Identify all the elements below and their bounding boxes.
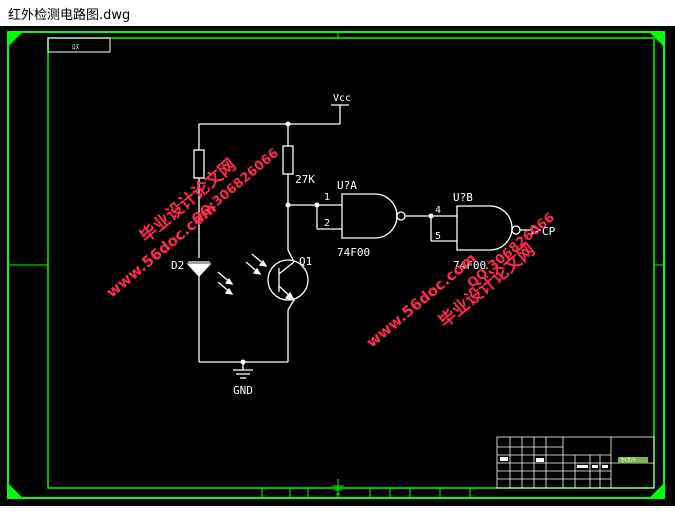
output-label: CP	[542, 225, 556, 238]
title-block-title: ｾｲｶｿﾄ	[621, 457, 636, 464]
gate-a-part: 74F00	[337, 246, 370, 259]
title-block	[496, 436, 655, 489]
gate-a-ref: U?A	[337, 179, 357, 192]
corner-mark-tl	[7, 31, 24, 48]
gate-a-pin1: 1	[324, 192, 330, 203]
gate-b-ref: U?B	[453, 191, 473, 204]
corner-mark-br	[648, 482, 665, 499]
gate-b-part: 74F00	[453, 259, 486, 272]
window-title-bar: 红外检测电路图.dwg	[0, 0, 675, 26]
window-title: 红外检测电路图.dwg	[8, 8, 131, 23]
diode-label: D2	[171, 259, 184, 272]
corner-mark-bl	[7, 482, 24, 499]
junction-dots	[240, 121, 434, 365]
led-d2	[186, 263, 212, 277]
canvas-background	[0, 26, 675, 506]
gate-b-pin5: 5	[435, 231, 441, 242]
corner-mark-tr	[648, 31, 665, 48]
schematic-wires	[186, 104, 542, 379]
resistor-27k-label: 27K	[295, 173, 315, 186]
drawing-canvas: ﾛﾇ	[0, 26, 675, 506]
drawing-viewport[interactable]: ﾛﾇ	[0, 26, 675, 506]
phototransistor-q1	[267, 259, 309, 301]
gate-a-pin2: 2	[324, 218, 330, 229]
gnd-label: GND	[233, 384, 253, 397]
gate-b-pin4: 4	[435, 205, 441, 216]
vcc-label: Vcc	[333, 93, 351, 104]
sheet-frame	[7, 31, 665, 499]
schematic-labels: Vcc 27K D2 Q1 GND U?A 74F00 1 2 U?B 74F0…	[171, 93, 556, 397]
corner-label: ﾛﾇ	[72, 43, 79, 51]
transistor-label: Q1	[299, 255, 312, 268]
